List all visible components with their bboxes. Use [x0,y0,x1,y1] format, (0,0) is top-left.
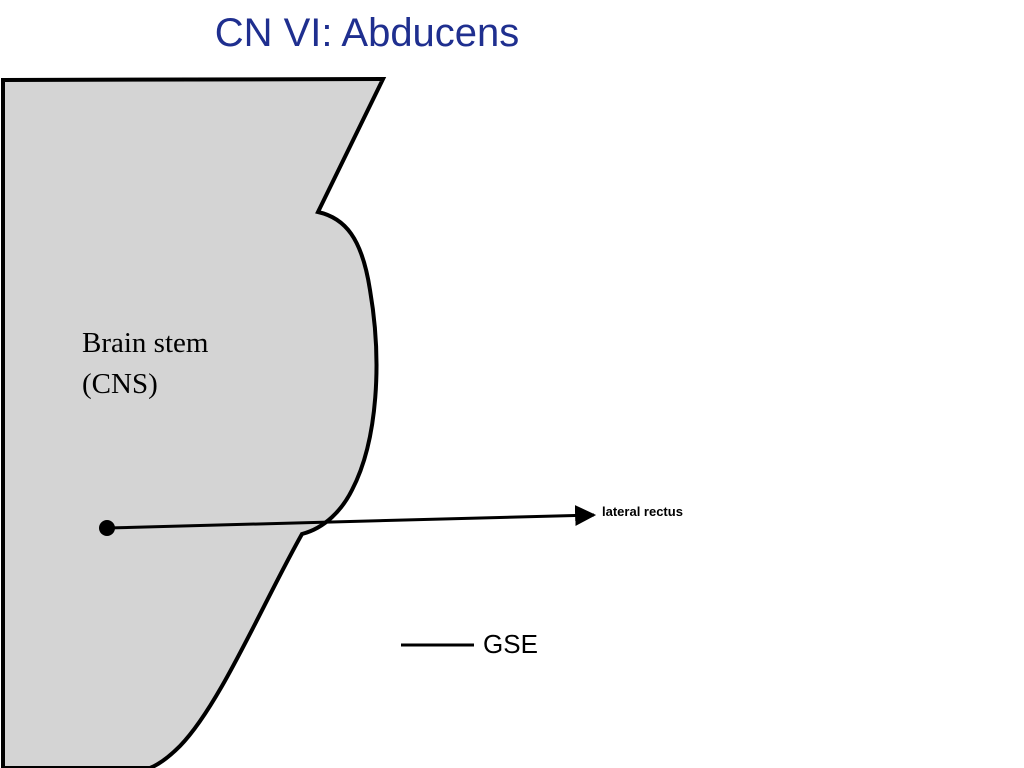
slide-title: CN VI: Abducens [215,11,520,55]
brainstem-region [1,76,387,768]
brainstem-label-line2: (CNS) [82,368,158,400]
nerve-fiber-arrow [106,505,597,530]
legend-label-gse: GSE [483,629,538,659]
brainstem-label-line1: Brain stem [82,327,209,359]
lateral-rectus-label: lateral rectus [602,504,683,519]
